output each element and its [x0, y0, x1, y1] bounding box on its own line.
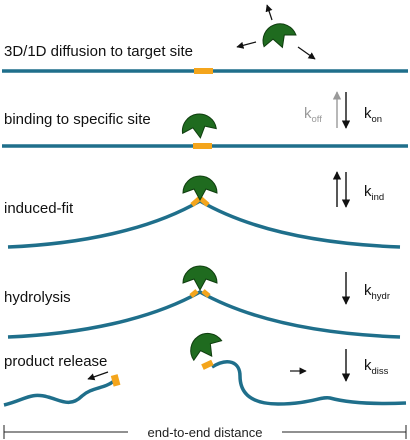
protein-icon [257, 18, 299, 54]
rate-kon: kon [364, 105, 382, 125]
dna-fragment-left [3, 379, 116, 407]
arrow-right-icon [297, 46, 316, 60]
axis-label: end-to-end distance [148, 425, 263, 440]
arrow-up-icon [265, 4, 273, 21]
stage-label-binding: binding to specific site [4, 111, 151, 128]
target-site-4b [201, 289, 211, 298]
target-site-5a [110, 374, 121, 387]
stage-label-product-release: product release [4, 353, 107, 370]
stage-label-induced-fit: induced-fit [4, 200, 74, 217]
stage-label-diffusion: 3D/1D diffusion to target site [4, 43, 193, 60]
target-site-5b [201, 359, 214, 370]
target-site-4a [189, 289, 199, 298]
protein-icon [182, 175, 218, 201]
protein-icon [179, 111, 218, 141]
rate-khydr: khydr [364, 282, 390, 302]
arrow-left-icon [236, 41, 257, 49]
protein-icon [183, 326, 227, 367]
rate-kdiss: kdiss [364, 357, 389, 377]
rate-kind: kind [364, 183, 384, 203]
stage-label-hydrolysis: hydrolysis [4, 289, 71, 306]
target-site-2 [193, 143, 212, 149]
target-site-1 [194, 68, 213, 74]
dna-fragment-right [211, 360, 407, 406]
rate-koff: koff [304, 105, 322, 125]
arrow-left-icon [87, 371, 109, 381]
protein-icon [182, 265, 218, 291]
dna-strand-4 [7, 289, 401, 339]
